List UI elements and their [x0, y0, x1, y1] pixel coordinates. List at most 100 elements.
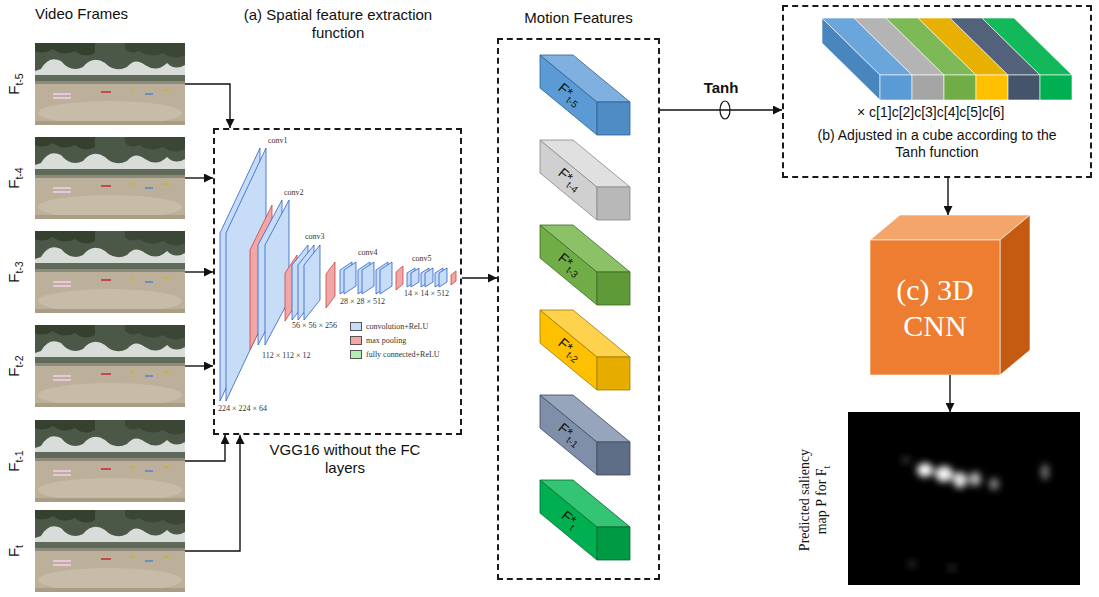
cuboid-shape [535, 50, 635, 140]
frame-picture [35, 325, 185, 407]
cuboid-face [540, 480, 630, 527]
arrow-connector [185, 271, 213, 272]
cuboid-face [597, 272, 630, 305]
layer-label: conv4 [358, 249, 378, 258]
feature-cuboid: F*t-2 [535, 305, 635, 395]
arrow-connector [185, 435, 240, 551]
video-frame: Ft-1 [35, 420, 185, 502]
legend-swatch [350, 350, 362, 359]
arrow-connector [185, 365, 213, 366]
text-subscript: t [13, 545, 25, 548]
video-frame: Ft-4 [35, 137, 185, 219]
cuboid-face [540, 225, 630, 272]
text-main: F [5, 548, 22, 557]
arrow-connector [462, 277, 497, 278]
weighted-cube-illustration [822, 18, 1072, 100]
legend-swatch [350, 336, 362, 345]
cuboid-shape [535, 220, 635, 310]
node-text: (b) Adjusted in a cube according to the … [802, 127, 1072, 161]
picture [35, 510, 185, 592]
text-subscript: t-1 [13, 450, 25, 462]
text-subscript: t-3 [13, 261, 25, 273]
feature-cuboid: F*t-4 [535, 135, 635, 225]
vgg16-illustration [220, 148, 456, 401]
layer-label: conv2 [284, 189, 304, 198]
text-main: F [5, 86, 22, 95]
arrow-connector [185, 435, 225, 461]
frame-picture [35, 137, 185, 219]
text-subscript: t-2 [13, 355, 25, 367]
node-text: Ft-3 [5, 261, 26, 282]
cuboid-face [597, 102, 630, 135]
node-text: × c[1]c[2]c[3]c[4]c[5]c[6] [857, 104, 1004, 121]
legend-row: max pooling [350, 336, 406, 345]
arrow-connector [947, 178, 948, 215]
legend-text: max pooling [366, 336, 406, 345]
picture [35, 43, 185, 125]
feature-cuboid: F*t [535, 475, 635, 565]
layer-label: conv3 [305, 233, 325, 242]
text-main: F [5, 274, 22, 283]
legend-row: fully connected+ReLU [350, 350, 440, 359]
text-main: F [5, 368, 22, 377]
cuboid-face [597, 527, 630, 560]
feature-cuboid: F*t-5 [535, 50, 635, 140]
feature-cuboid: F*t-3 [535, 220, 635, 310]
cube-face [1000, 215, 1030, 375]
node-text: Ft-5 [5, 73, 26, 94]
node-text: Predicted saliency map P for Ft [797, 438, 832, 563]
node-text: Ft-2 [5, 355, 26, 376]
picture [35, 231, 185, 313]
cuboid-shape [535, 390, 635, 480]
video-frame: Ft-5 [35, 43, 185, 125]
cuboid-face [540, 310, 630, 357]
picture [35, 137, 185, 219]
saliency-picture [848, 412, 1080, 585]
arrow-connector [185, 177, 213, 178]
cnn-cube: (c) 3D CNN [870, 215, 1030, 375]
layer-label: 28 × 28 × 512 [340, 298, 385, 307]
frame-picture [35, 510, 185, 592]
frame-picture [35, 43, 185, 125]
layer-label: 112 × 112 × 12 [262, 352, 310, 361]
text-main: F [5, 180, 22, 189]
text-subscript: t [821, 466, 832, 469]
edge-label: Tanh [702, 79, 741, 97]
cuboid-shape [535, 135, 635, 225]
node-text: Ft-1 [5, 450, 26, 471]
layer-label: 56 × 56 × 256 [292, 322, 337, 331]
cuboid-shape [535, 475, 635, 565]
cuboid-face [597, 357, 630, 390]
node-text: Motion Features [497, 9, 660, 27]
dashed-module-box: Motion FeaturesF*t-5F*t-4F*t-3F*t-2F*t-1… [497, 38, 660, 580]
video-frame: Ft-2 [35, 325, 185, 407]
saliency-map: Predicted saliency map P for Ft [848, 412, 1080, 585]
video-frame: Ft [35, 510, 185, 592]
text-subscript: t-4 [13, 167, 25, 179]
video-frame: Ft-3 [35, 231, 185, 313]
column-heading: Video Frames [35, 6, 128, 23]
arrow-connector [185, 84, 230, 128]
arrow-connector [949, 375, 950, 412]
node-text: VGG16 without the FC layers [260, 441, 430, 477]
frame-picture [35, 420, 185, 502]
node-text: Ft-4 [5, 167, 26, 188]
node-text: (a) Spatial feature extraction function [233, 6, 443, 42]
picture [35, 420, 185, 502]
dashed-module-box: (a) Spatial feature extraction functionV… [213, 128, 462, 435]
text-main: Predicted saliency map P for F [797, 449, 829, 551]
layer-label: conv1 [268, 137, 288, 146]
picture [35, 325, 185, 407]
cuboid-face [597, 187, 630, 220]
frame-picture [35, 231, 185, 313]
node-text: (c) 3D CNN [870, 240, 1000, 375]
node-text: Ft [5, 545, 26, 557]
cuboid-face [540, 140, 630, 187]
layer-label: 224 × 224 × 64 [218, 405, 267, 414]
feature-cuboid: F*t-1 [535, 390, 635, 480]
legend-text: fully connected+ReLU [366, 350, 440, 359]
legend-text: convolution+ReLU [366, 322, 428, 331]
layer-label: 14 × 14 × 512 [404, 290, 449, 299]
picture [848, 412, 1080, 585]
